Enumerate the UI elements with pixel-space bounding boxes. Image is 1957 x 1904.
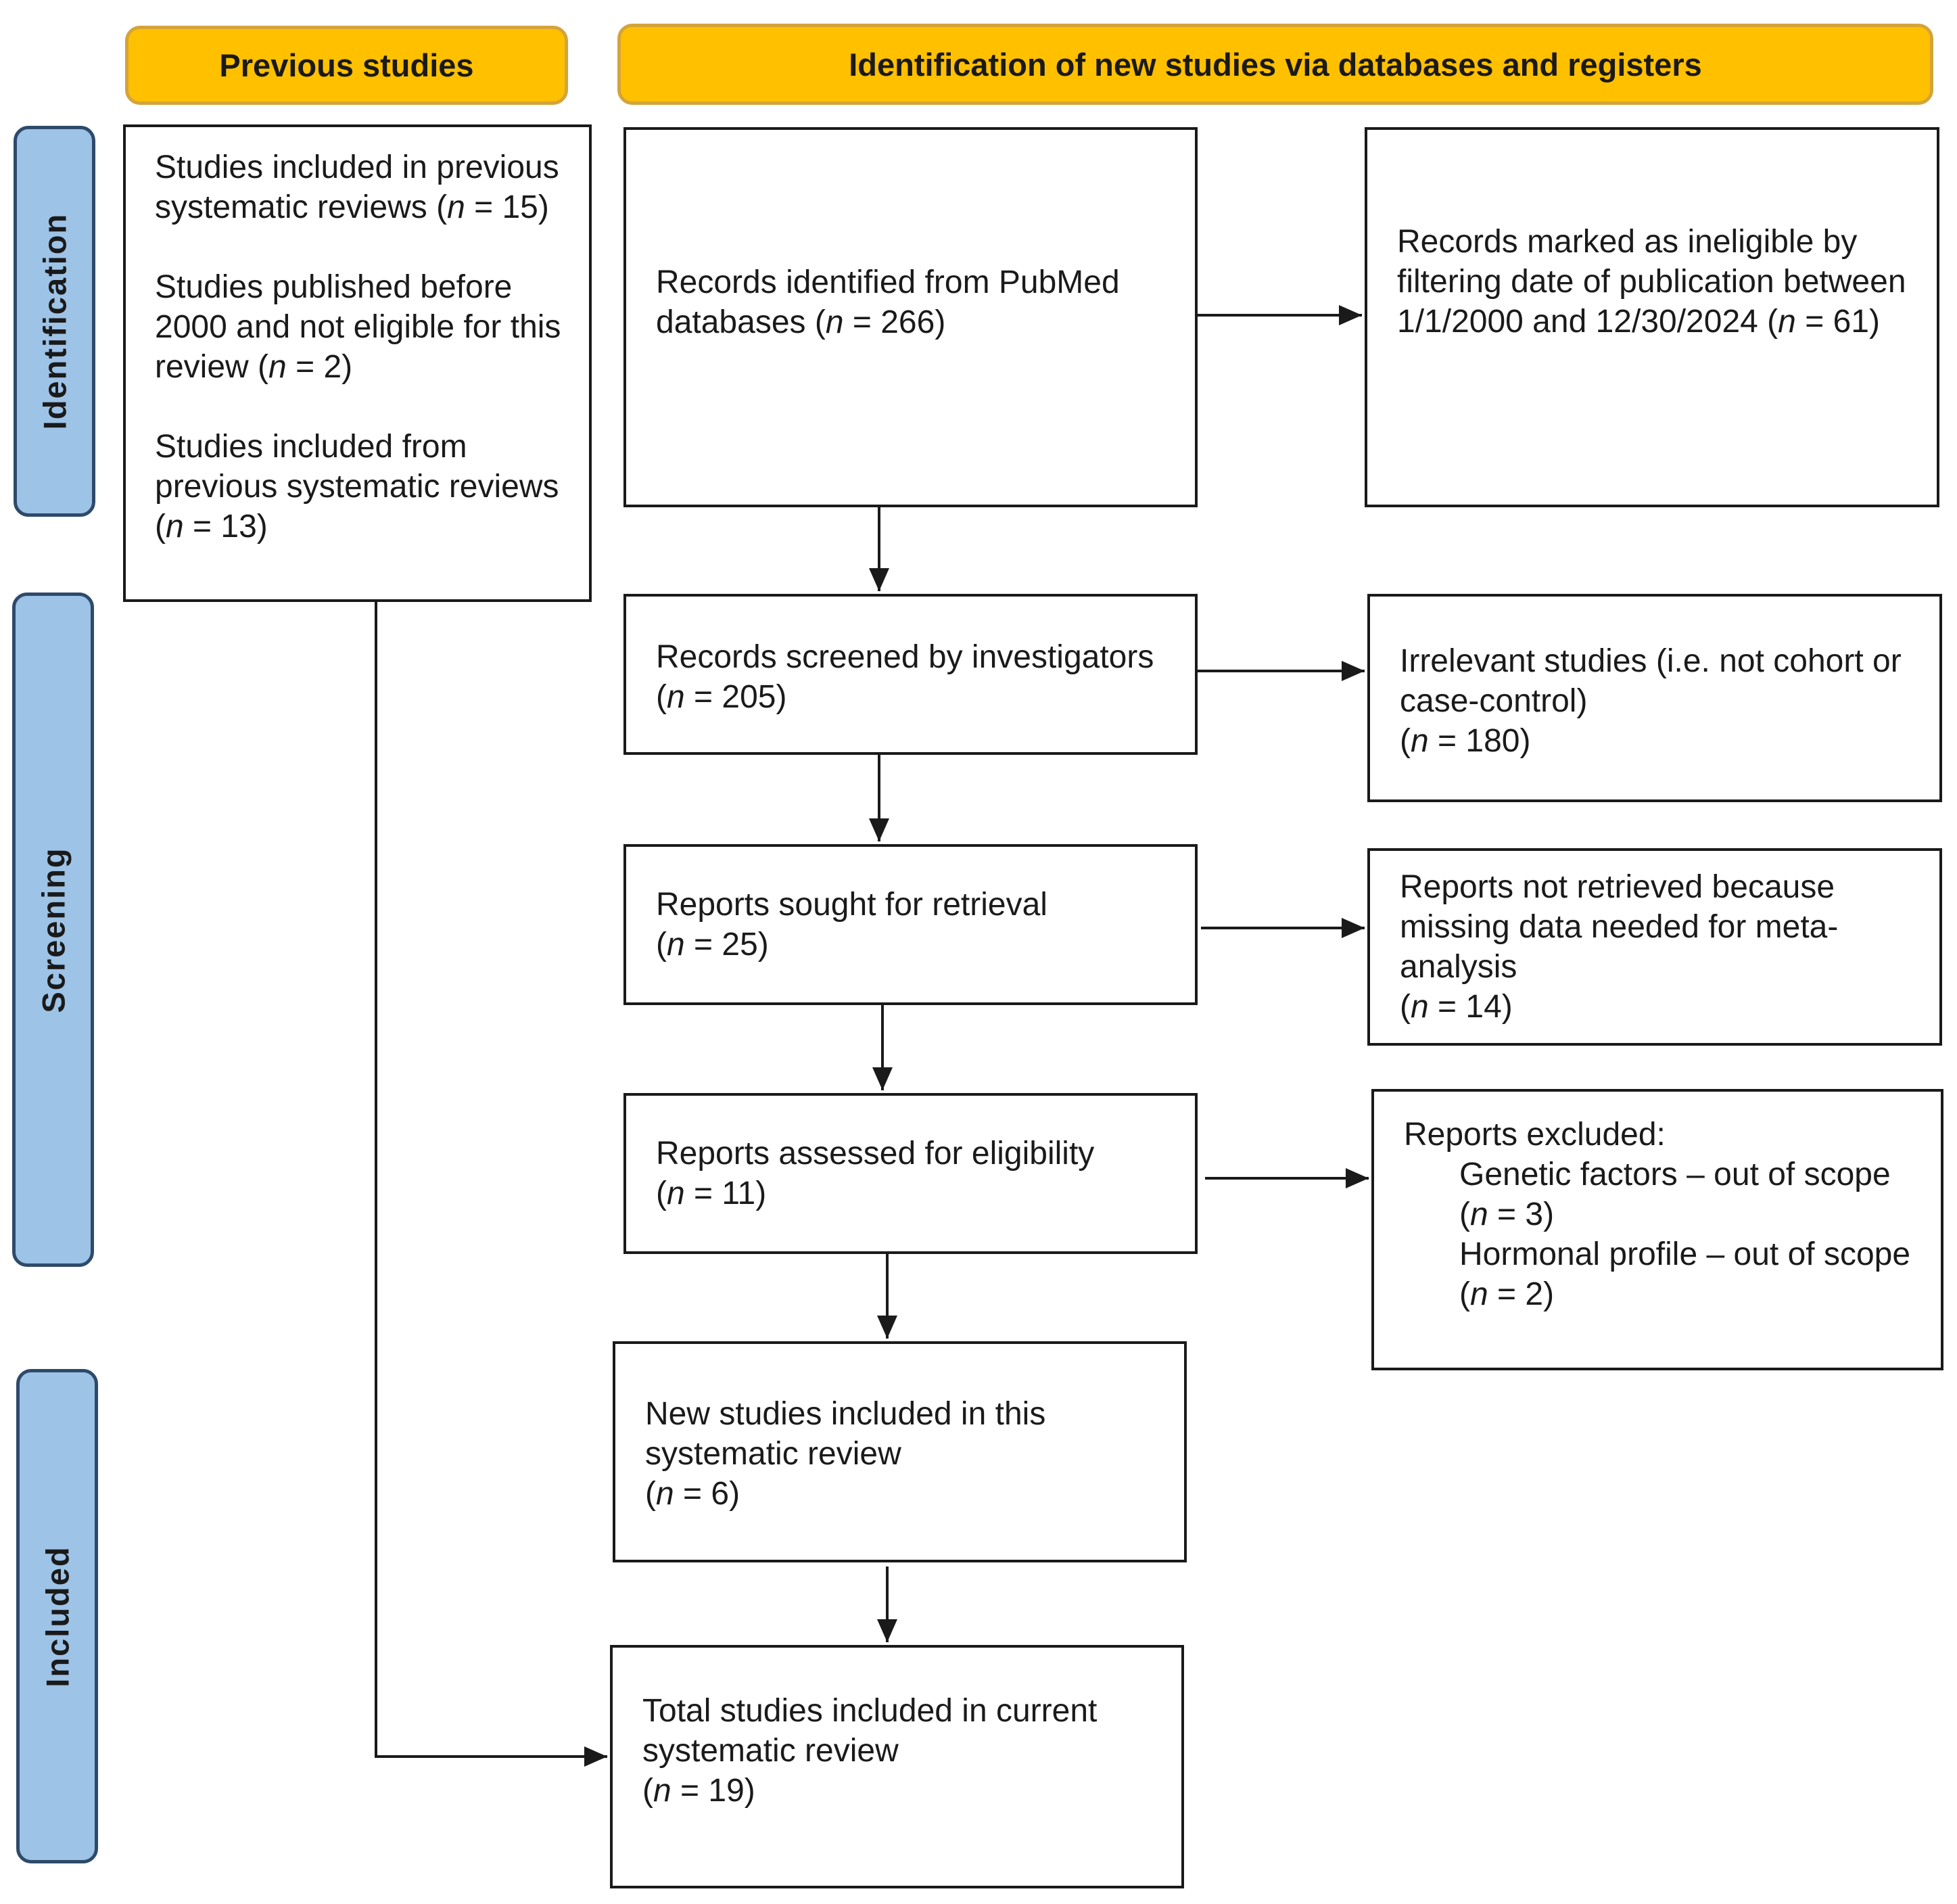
previous-included-count: Studies included in previous systematic … bbox=[155, 149, 559, 225]
header-new-studies-label: Identification of new studies via databa… bbox=[849, 46, 1702, 83]
previous-excluded-before-2000: Studies published before 2000 and not el… bbox=[155, 269, 561, 385]
header-previous-studies-label: Previous studies bbox=[219, 47, 474, 83]
phase-included: Included bbox=[16, 1369, 98, 1863]
reports-sought-box: Reports sought for retrieval(n = 25) bbox=[623, 844, 1198, 1005]
previous-studies-box: Studies included in previous systematic … bbox=[123, 124, 592, 602]
previous-included-from-reviews: Studies included from previous systemati… bbox=[155, 429, 559, 544]
total-studies-included-box: Total studies included in current system… bbox=[610, 1645, 1184, 1888]
reports-not-retrieved-box: Reports not retrieved because missing da… bbox=[1367, 848, 1942, 1046]
arrow-previous-to-total bbox=[375, 602, 607, 1767]
records-identified-box: Records identified from PubMed databases… bbox=[623, 127, 1198, 507]
phase-screening: Screening bbox=[12, 593, 94, 1267]
reports-assessed-box: Reports assessed for eligibility(n = 11) bbox=[623, 1093, 1198, 1254]
excluded-reason-hormonal: Hormonal profile – out of scope (n = 2) bbox=[1459, 1236, 1911, 1312]
new-studies-included-box: New studies included in this systematic … bbox=[613, 1341, 1187, 1562]
records-screened-box: Records screened by investigators (n = 2… bbox=[623, 594, 1198, 755]
records-ineligible-box: Records marked as ineligible by filterin… bbox=[1365, 127, 1939, 507]
phase-identification: Identification bbox=[14, 126, 95, 517]
header-new-studies: Identification of new studies via databa… bbox=[617, 24, 1933, 105]
header-previous-studies: Previous studies bbox=[125, 26, 568, 105]
excluded-reason-genetic: Genetic factors – out of scope (n = 3) bbox=[1459, 1157, 1891, 1232]
reports-excluded-title: Reports excluded: bbox=[1404, 1117, 1666, 1153]
reports-excluded-box: Reports excluded: Genetic factors – out … bbox=[1371, 1089, 1943, 1370]
irrelevant-studies-box: Irrelevant studies (i.e. not cohort or c… bbox=[1367, 594, 1942, 802]
